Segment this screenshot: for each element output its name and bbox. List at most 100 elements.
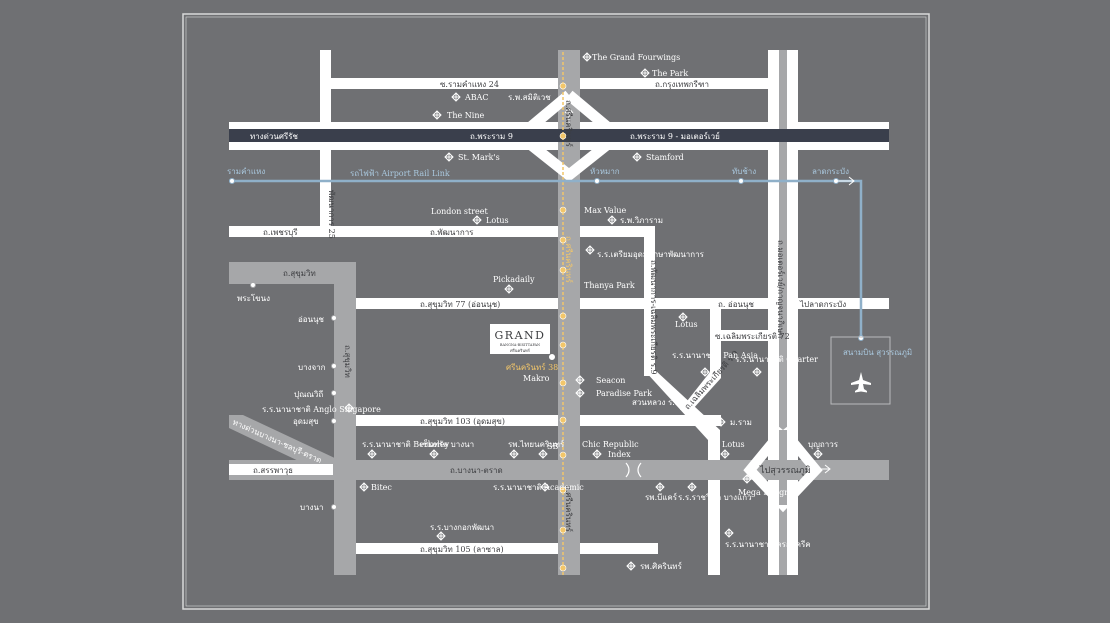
road-bangna-trat — [229, 460, 889, 480]
label-place: London street — [431, 207, 489, 216]
label-station-bang-na: บางนา — [300, 503, 323, 512]
landmark-diamond-icon — [509, 449, 519, 459]
landmark-diamond-icon — [687, 482, 697, 492]
landmark-diamond-icon — [813, 449, 823, 459]
label-place: Stamford — [646, 153, 684, 162]
label-place: ร.ร.นานาชาติ ครอสครีค — [725, 540, 811, 549]
road-sanphawut — [229, 464, 333, 475]
label-sukhumvit103: ถ.สุขุมวิท 103 (อุดมสุข) — [420, 417, 505, 426]
landmark-diamond-icon — [626, 561, 636, 571]
road-sukhumvit105 — [356, 543, 658, 554]
landmark-diamond-icon — [716, 417, 726, 427]
label-rama9-motorway: ถ.พระราม 9 - มอเตอร์เวย์ — [630, 131, 720, 141]
label-motorway: ถ.มอเตอร์เวย์/กาญจนาภิเษก — [776, 240, 786, 338]
rama9-interchange — [511, 90, 627, 183]
label-place: SB — [547, 442, 558, 451]
overpass-symbol — [625, 462, 642, 478]
label-airport: สนามบิน สุวรรณภูมิ — [843, 348, 912, 358]
label-place: ม.ราม — [730, 418, 752, 427]
label-place: ร.ร.นานาชาติ Charter — [735, 355, 818, 364]
label-to-suvarnabhumi: ไปสุวรรณภูมิ — [759, 465, 811, 476]
label-place: The Nine — [447, 111, 484, 120]
direction-arrows — [231, 107, 855, 474]
label-bangna-trat: ถ.บางนา-ตราด — [450, 466, 503, 475]
label-sanphawut: ถ.สรรพาวุธ — [253, 466, 293, 475]
label-krungthep-kreetha: ถ.กรุงเทพกรีฑา — [655, 80, 709, 89]
landmark-diamond-icon — [582, 52, 592, 62]
road-chaloem72 — [710, 330, 770, 341]
landmark-diamond-icon — [720, 449, 730, 459]
label-place: Lotus — [675, 320, 698, 329]
road-phatthanakan-diagonal — [644, 370, 720, 575]
label-place: ร.ร.นานาชาติ Berkeley — [362, 440, 450, 449]
label-si-rat: ทางด่วนศรีรัช — [250, 132, 299, 141]
label-station-lat-krabang: ลาดกระบัง — [812, 167, 849, 176]
label-soi-ram24: ซ.รามคำแหง 24 — [440, 80, 499, 89]
label-srinakarin-3: ถ.ศรีนครินทร์ — [564, 485, 574, 533]
landmark-diamond-icon — [607, 215, 617, 225]
bts-sukhumvit-stations — [250, 282, 337, 510]
airport-rail-link-line — [229, 179, 863, 338]
label-station-thap-chang: ทับช้าง — [732, 167, 756, 176]
label-place: ร.ร.ราชวินิต บางแก้ว — [678, 493, 752, 502]
label-place: ABAC — [464, 93, 489, 102]
label-srinakarin-2: ถ.ศรีนครินทร์ — [564, 236, 574, 284]
landmark-diamond-icon — [538, 449, 548, 459]
label-place: Chic Republic — [582, 440, 639, 449]
landmark-diamond-icon — [575, 388, 585, 398]
landmark-diamond-icon — [724, 528, 734, 538]
label-sukhumvit77: ถ.สุขุมวิท 77 (อ่อนนุช) — [420, 300, 500, 309]
project-pin — [548, 353, 556, 361]
label-place: รพ.ไทยนครินทร์ — [508, 439, 565, 449]
landmark-diamond-icon — [472, 215, 482, 225]
map-frame-inner — [185, 16, 927, 607]
label-chaloem72: ซ.เฉลิมพระเกียรติ 72 — [715, 332, 790, 341]
label-place: รพ.ศิครินทร์ — [640, 561, 683, 571]
project-logo-title: GRAND — [495, 329, 546, 342]
landmark-diamond-icon — [359, 482, 369, 492]
label-place: ร.พ.สมิติเวช — [508, 93, 551, 102]
label-station-phra-khanong: พระโขนง — [237, 293, 270, 303]
project-logo-box — [490, 324, 550, 354]
label-place: ร.ร.บางกอกพัฒนา — [430, 523, 494, 532]
label-place: Makro — [523, 374, 550, 383]
label-place: ร.ร.นานาชาติ Pan Asia — [672, 351, 758, 360]
landmark-diamond-icon — [592, 449, 602, 459]
bts-stations — [559, 82, 567, 572]
label-on-nut: ถ. อ่อนนุช — [718, 300, 754, 309]
airport-box — [830, 336, 891, 405]
label-place: St. Mark's — [458, 153, 500, 162]
label-place: Thanya Park — [584, 281, 635, 290]
labels: ซ.รามคำแหง 24 ถ.กรุงเทพกรีฑา ทางด่วนศรีร… — [227, 53, 912, 571]
landmark-diamond-icon — [344, 403, 354, 413]
road-sukhumvit-vertical — [334, 262, 356, 575]
landmark-diamond-icon — [700, 367, 710, 377]
label-place: ร.ร.เตรียมอุดมศึกษาพัฒนาการ — [597, 250, 705, 259]
label-place: เซ็นทรัล บางนา — [420, 439, 474, 449]
road-si-rat-expressway — [229, 129, 889, 142]
project-logo-sub1: BANGNA-BISITTAPAN — [500, 343, 540, 347]
label-place: Lotus — [722, 440, 745, 449]
landmark-markers — [344, 52, 823, 571]
landmark-diamond-icon — [432, 110, 442, 120]
label-station-on-nut: อ่อนนุช — [298, 315, 325, 324]
label-station-punnawithi: ปุณณวิถี — [294, 390, 323, 399]
landmark-diamond-icon — [504, 284, 514, 294]
label-place: Index — [608, 450, 631, 459]
label-place: Bitec — [371, 483, 392, 492]
road-phatthanakan-east — [575, 226, 655, 237]
landmark-diamond-icon — [429, 449, 439, 459]
landmark-diamond-icon — [575, 375, 585, 385]
label-station-ramkhamhaeng: รามคำแหง — [227, 167, 265, 176]
map-frame-outer — [182, 13, 930, 610]
label-station-udom-suk: อุดมสุข — [293, 417, 319, 426]
label-sukhumvit105: ถ.สุขุมวิท 105 (ลาซาล) — [420, 545, 504, 554]
label-place: รพ.บีแคร์ — [645, 492, 678, 502]
label-phatthanakan: ถ.พัฒนาการ — [430, 228, 474, 237]
landmark-diamond-icon — [752, 367, 762, 377]
landmark-diamond-icon — [585, 245, 595, 255]
label-to-lat-krabang: ไปลาดกระบัง — [799, 300, 846, 309]
label-place: ร.ร.นานาชาติ Academic — [493, 483, 584, 492]
label-place: Max Value — [584, 206, 627, 215]
